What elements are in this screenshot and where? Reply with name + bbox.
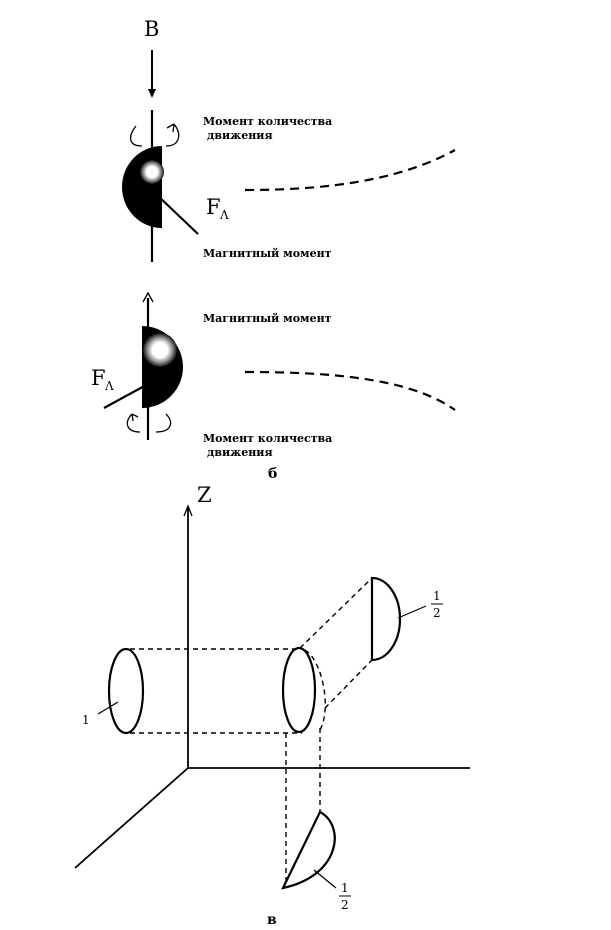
caption-v: в — [267, 912, 277, 928]
force-line — [103, 383, 149, 409]
angular-momentum-label-2: движения — [207, 129, 273, 142]
rotation-arrow-right-icon — [165, 123, 180, 147]
axis-arrow-up-icon — [142, 291, 154, 303]
rotation-arrow-left-icon — [126, 413, 141, 433]
lower-half-den: 2 — [341, 898, 349, 912]
force-sub: Λ — [104, 379, 114, 393]
force-sub: Λ — [219, 208, 229, 222]
panel-b: B F Λ Момент количества движения Магнитн… — [91, 17, 456, 482]
projection-line — [324, 659, 373, 709]
rotation-arrow-right-icon — [155, 413, 172, 433]
panel-v: Z 1 1 2 1 2 в — [74, 483, 470, 928]
angular-momentum-label: Момент количества — [203, 432, 332, 445]
upper-half-num: 1 — [433, 589, 441, 603]
beam-label: 1 — [82, 713, 90, 727]
force-line — [155, 193, 199, 235]
upper-half-den: 2 — [433, 606, 441, 620]
angular-momentum-label: Момент количества — [203, 115, 332, 128]
caption-b: б — [268, 466, 277, 482]
rotation-arrow-left-icon — [130, 125, 143, 147]
upper-half-leader — [397, 605, 427, 619]
lower-half-num: 1 — [341, 881, 349, 895]
atom-spin-down: F Λ Магнитный момент Момент количества д… — [91, 291, 456, 459]
split-beam-ellipse — [281, 646, 317, 734]
atom-spin-up: F Λ Момент количества движения Магнитный… — [122, 110, 456, 262]
upper-half-beam — [370, 576, 402, 662]
split-beam-back-edge — [304, 649, 326, 731]
hemisphere — [122, 146, 162, 228]
magnetic-core-icon — [143, 333, 177, 367]
trajectory-up — [244, 149, 456, 192]
trajectory-down — [244, 370, 456, 411]
beam-leader — [97, 701, 119, 715]
y-axis — [74, 767, 189, 869]
lower-half-beam — [281, 810, 336, 890]
magnetic-moment-label: Магнитный момент — [203, 312, 332, 325]
force-label: F — [206, 195, 221, 219]
magnetic-moment-label: Магнитный момент — [203, 247, 332, 260]
projection-line — [299, 577, 373, 649]
magnetic-core-icon — [140, 160, 164, 184]
beam-ellipse — [107, 647, 145, 735]
angular-momentum-label-2: движения — [207, 446, 273, 459]
force-label: F — [91, 366, 106, 390]
z-axis-arrow-icon — [183, 504, 193, 517]
lower-half-leader — [313, 869, 337, 889]
field-b-label: B — [144, 17, 159, 41]
z-axis-label: Z — [197, 483, 212, 507]
